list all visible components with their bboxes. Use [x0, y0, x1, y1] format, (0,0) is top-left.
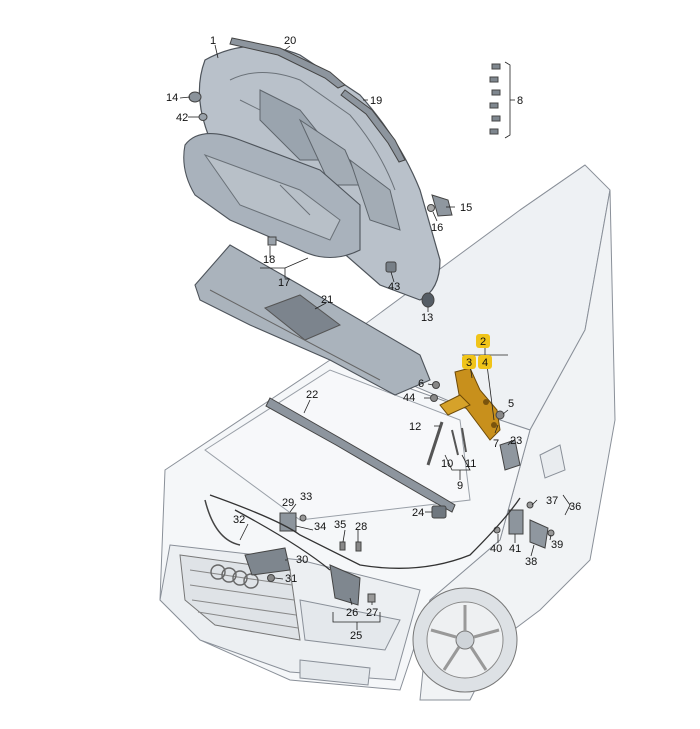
callout-26: 26: [346, 607, 358, 619]
logo-rings: [210, 564, 259, 589]
callout-1: 1: [210, 35, 216, 47]
callout-34: 34: [314, 521, 326, 533]
callout-42: 42: [176, 112, 188, 124]
callout-41: 41: [509, 543, 521, 555]
seal-strip-19: [340, 89, 406, 163]
highlight-4: [478, 355, 492, 369]
callout-24: 24: [412, 507, 424, 519]
callout-33: 33: [300, 491, 312, 503]
callout-30: 30: [296, 554, 308, 566]
callout-29: 29: [282, 497, 294, 509]
callout-32: 32: [233, 514, 245, 526]
callout-10: 10: [441, 458, 453, 470]
small-parts: [188, 63, 555, 606]
callout-35: 35: [334, 519, 346, 531]
callout-22: 22: [306, 389, 318, 401]
seal-strip-20: [229, 37, 346, 89]
callout-9: 9: [457, 480, 463, 492]
highlight-3: [462, 355, 476, 369]
callout-4: 4: [482, 357, 488, 369]
callout-17: 17: [278, 277, 290, 289]
callout-36: 36: [569, 501, 581, 513]
highlight-markers: [462, 334, 492, 369]
callout-20: 20: [284, 35, 296, 47]
callout-labels: 1 2 3 4 5 6 7 8 9 10 11 12 13 14 15 16 1…: [166, 35, 581, 642]
callout-28: 28: [355, 521, 367, 533]
callout-13: 13: [421, 312, 433, 324]
callout-8: 8: [517, 95, 523, 107]
release-cable: [209, 494, 521, 571]
callout-6: 6: [418, 378, 424, 390]
callout-44: 44: [403, 392, 415, 404]
callout-19: 19: [370, 95, 382, 107]
callout-27: 27: [366, 607, 378, 619]
callout-21: 21: [321, 294, 333, 306]
callout-39: 39: [551, 539, 563, 551]
callout-11: 11: [465, 458, 476, 470]
callout-16: 16: [431, 222, 443, 234]
callout-38: 38: [525, 556, 537, 568]
seal-strip-22: [265, 397, 456, 513]
callout-40: 40: [490, 543, 502, 555]
callout-25: 25: [350, 630, 362, 642]
callout-23: 23: [510, 435, 522, 447]
leader-lines: [179, 44, 571, 630]
callout-18: 18: [263, 254, 275, 266]
cowl-panel: [194, 244, 431, 396]
hood-insulation: [183, 133, 361, 258]
callout-37: 37: [546, 495, 558, 507]
callout-43: 43: [388, 281, 400, 293]
callout-3: 3: [466, 357, 472, 369]
callout-12: 12: [409, 421, 421, 433]
hood-hinge-assembly: [439, 367, 501, 441]
callout-7: 7: [493, 438, 499, 450]
callout-15: 15: [460, 202, 472, 214]
callout-5: 5: [508, 398, 514, 410]
callout-2: 2: [480, 336, 486, 348]
callout-31: 31: [285, 573, 297, 585]
callout-14: 14: [166, 92, 178, 104]
highlight-2: [476, 334, 490, 348]
